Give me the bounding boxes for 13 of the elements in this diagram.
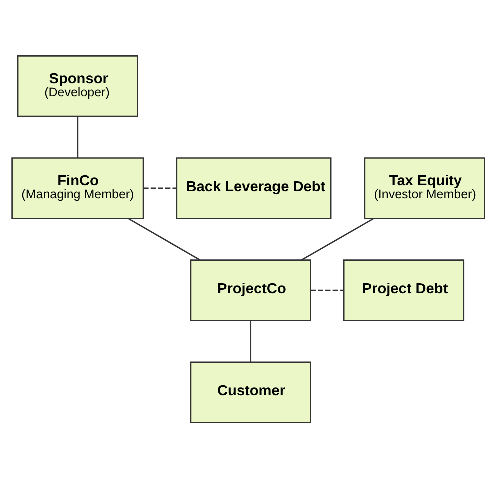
node-box: Customer (190, 362, 312, 424)
connector (250, 320, 252, 362)
connector (77, 116, 79, 158)
node-box: ProjectCo (190, 260, 312, 322)
node-box: Project Debt (343, 260, 465, 322)
connector (144, 188, 177, 190)
connector (128, 218, 201, 261)
node-box: Back Leverage Debt (176, 158, 332, 220)
connector (301, 218, 374, 261)
connector (310, 290, 344, 292)
node-box: Sponsor (Developer) (17, 55, 138, 118)
node-box: Tax Equity (Investor Member) (364, 158, 486, 220)
node-box: FinCo (Managing Member) (12, 158, 144, 220)
